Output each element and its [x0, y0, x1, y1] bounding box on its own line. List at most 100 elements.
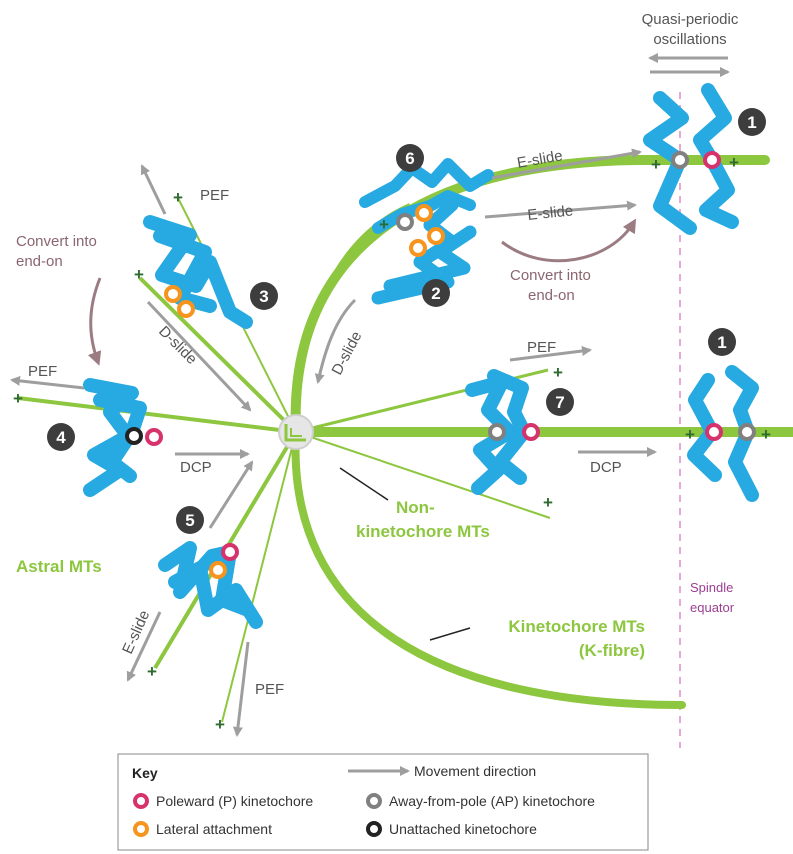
mt-to-3 — [138, 276, 298, 434]
svg-text:1: 1 — [747, 113, 756, 132]
plus-1-top-right: + — [729, 153, 739, 172]
e-slide-label-2: E-slide — [527, 202, 574, 224]
e-slide-arrow-5 — [126, 611, 162, 682]
key-lateral-icon — [133, 821, 149, 837]
kt-1-right-away — [738, 423, 756, 441]
key-away-icon — [366, 793, 382, 809]
dcp-label-4: DCP — [180, 459, 212, 476]
badge-4: 4 — [47, 423, 75, 451]
badge-6: 6 — [396, 144, 424, 172]
plus-5-mt: + — [147, 662, 157, 681]
quasi-periodic-label-1: Quasi-periodic — [642, 11, 739, 28]
badge-3: 3 — [250, 282, 278, 310]
plus-3-mt: + — [134, 265, 144, 284]
e-slide-label-5: E-slide — [119, 608, 153, 657]
kt-7-poleward — [522, 423, 540, 441]
pef-arrow-4 — [10, 375, 85, 390]
non-kt-mts-label-1: Non- — [396, 498, 435, 517]
microtubules — [17, 155, 793, 723]
convert-arrows — [87, 218, 637, 366]
d-slide-arrow-3 — [146, 300, 252, 412]
pef-label-3: PEF — [200, 187, 229, 204]
kt-2-lateral-a — [409, 239, 427, 257]
astral-mts-label: Astral MTs — [16, 557, 102, 576]
diagram-labels: Quasi-periodic oscillations E-slide E-sl… — [16, 11, 739, 698]
pef-label-4: PEF — [28, 363, 57, 380]
kinetochores — [125, 151, 756, 579]
svg-text:4: 4 — [56, 428, 66, 447]
kt-5-lateral — [209, 561, 227, 579]
kt-3-lateral-a — [164, 285, 182, 303]
plus-3-pef: + — [173, 188, 183, 207]
pef-arrow-7 — [509, 346, 592, 362]
dcp-label-7: DCP — [590, 459, 622, 476]
spindle-equator-label-2: equator — [690, 600, 735, 615]
pef-arrow-3 — [140, 164, 167, 215]
spindle-pole — [278, 414, 314, 450]
key-unattached-icon — [366, 821, 382, 837]
plus-6: + — [379, 215, 389, 234]
key-unattached-label: Unattached kinetochore — [389, 821, 537, 837]
convert-label-left-1: Convert into — [16, 233, 97, 250]
chromosome-3 — [143, 215, 253, 329]
label-leader-lines — [339, 467, 471, 641]
kt-4-poleward — [145, 428, 163, 446]
kt-7-away — [488, 423, 506, 441]
key-poleward-icon — [133, 793, 149, 809]
kt-mts-label-1: Kinetochore MTs — [508, 617, 645, 636]
key-legend: Key Movement direction Poleward (P) kine… — [117, 753, 649, 851]
mt-to-4 — [17, 396, 297, 434]
svg-text:7: 7 — [555, 393, 564, 412]
pef-label-5: PEF — [255, 681, 284, 698]
badge-1-right: 1 — [708, 328, 736, 356]
k-fibre-bottom — [291, 428, 686, 709]
key-lateral-label: Lateral attachment — [156, 821, 272, 837]
svg-text:6: 6 — [405, 149, 414, 168]
badge-7: 7 — [546, 388, 574, 416]
d-slide-label-2: D-slide — [329, 329, 366, 378]
pef-label-7: PEF — [527, 339, 556, 356]
badge-2: 2 — [422, 279, 450, 307]
badge-5: 5 — [176, 506, 204, 534]
non-kt-mts-label-2: kinetochore MTs — [356, 522, 490, 541]
kt-1-right-poleward — [705, 423, 723, 441]
plus-end-markers: + + + + + + + + + + + + — [13, 153, 771, 734]
mt-pef-5 — [221, 431, 297, 723]
svg-text:5: 5 — [185, 511, 194, 530]
plus-5-pef: + — [215, 715, 225, 734]
convert-label-left-2: end-on — [16, 253, 63, 270]
dcp-arrow-5 — [208, 460, 254, 529]
mt-non-kt — [295, 431, 551, 519]
kt-3-lateral-b — [177, 300, 195, 318]
key-title: Key — [132, 765, 158, 781]
plus-1-right-left: + — [685, 425, 695, 444]
plus-1-top-left: + — [651, 155, 661, 174]
plus-1-right-right: + — [761, 425, 771, 444]
key-movement-label: Movement direction — [414, 763, 536, 779]
key-away-label: Away-from-pole (AP) kinetochore — [389, 793, 595, 809]
kt-6-lateral — [415, 204, 433, 222]
number-badges: 1 1 2 3 4 5 6 7 — [47, 108, 766, 534]
convert-label-right-1: Convert into — [510, 267, 591, 284]
badge-1-top: 1 — [738, 108, 766, 136]
kt-2-lateral-b — [427, 227, 445, 245]
convert-label-right-2: end-on — [528, 287, 575, 304]
mt-lateral-6 — [294, 203, 411, 433]
key-poleward-label: Poleward (P) kinetochore — [156, 793, 313, 809]
convert-arrow-right — [501, 218, 637, 263]
plus-4: + — [13, 389, 23, 408]
quasi-periodic-label-2: oscillations — [653, 31, 726, 48]
kt-mts-label-2: (K-fibre) — [579, 641, 645, 660]
kt-5-poleward — [221, 543, 239, 561]
svg-text:2: 2 — [431, 284, 440, 303]
chromosome-6 — [359, 158, 494, 234]
e-slide-arrow-2 — [484, 200, 637, 219]
d-slide-arrow-2 — [314, 298, 357, 384]
plus-7-mt: + — [553, 363, 563, 382]
kt-1-top-away — [671, 151, 689, 169]
pef-arrow-5 — [232, 641, 250, 737]
chromosome-5 — [158, 541, 263, 629]
spindle-equator-label-1: Spindle — [690, 580, 733, 595]
movement-arrows — [10, 53, 730, 737]
